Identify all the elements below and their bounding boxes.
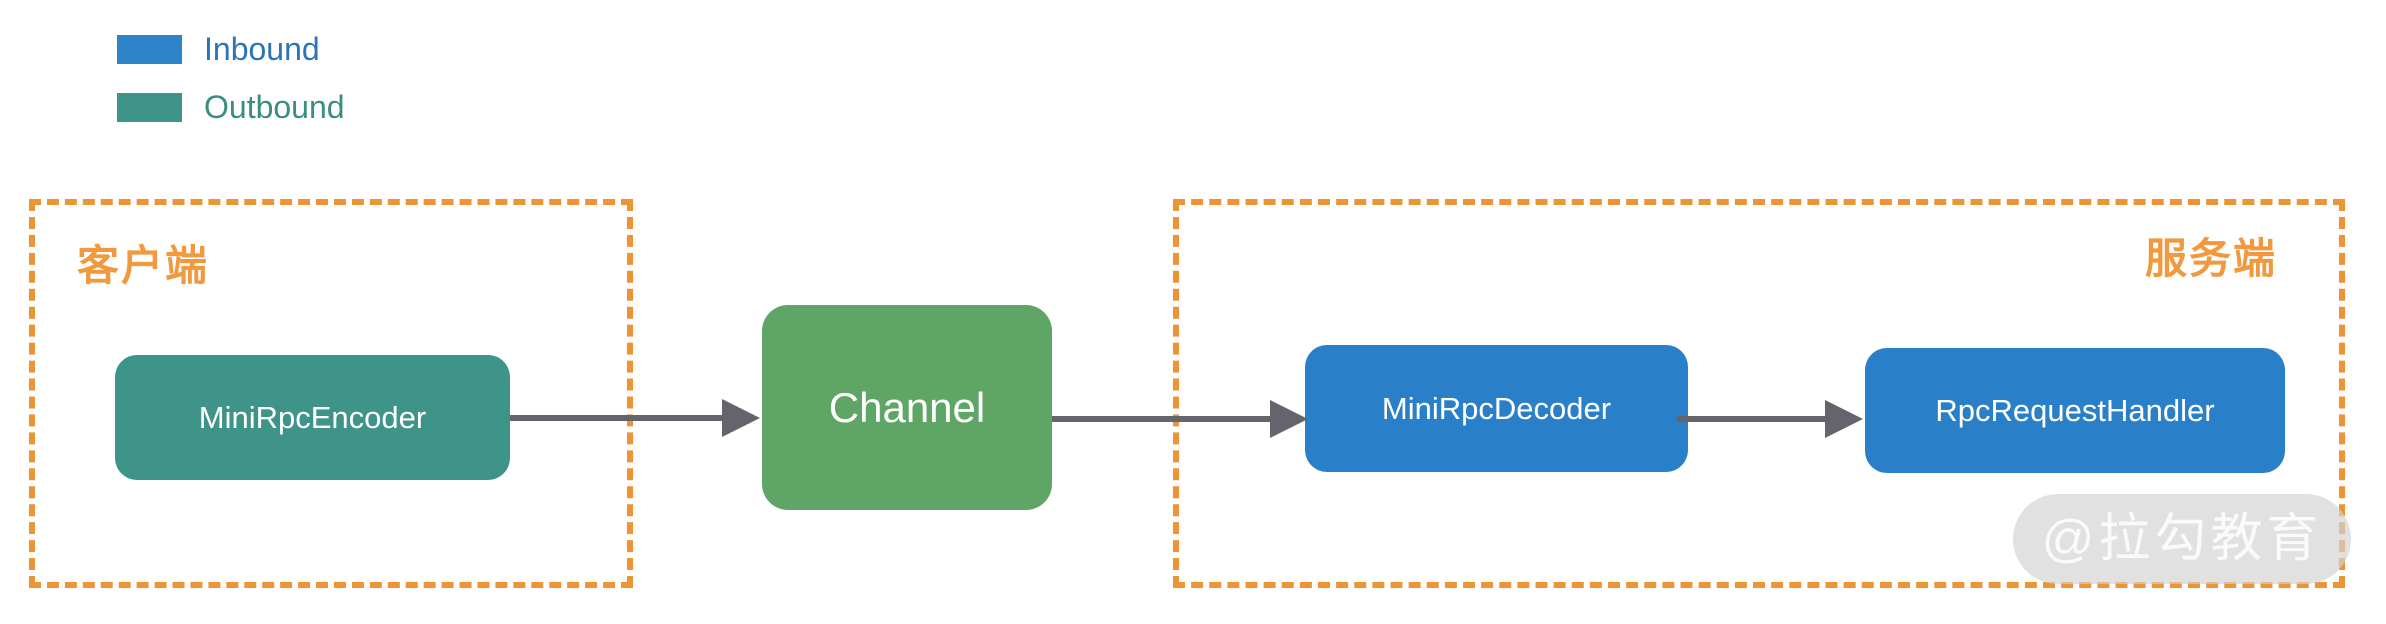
node-channel: Channel (762, 305, 1052, 510)
node-channel-label: Channel (828, 383, 986, 431)
client-group-box: 客户端 MiniRpcEncoder (29, 199, 633, 588)
node-mini-rpc-encoder: MiniRpcEncoder (115, 355, 510, 480)
outbound-color-swatch (117, 92, 182, 122)
arrow-encoder-to-channel (510, 415, 724, 421)
watermark-badge: @拉勾教育 (2013, 494, 2351, 584)
node-mini-rpc-encoder-label: MiniRpcEncoder (198, 399, 427, 435)
arrow-decoder-to-handler (1677, 416, 1827, 422)
arrowhead-encoder-to-channel-icon (722, 399, 760, 437)
arrowhead-decoder-to-handler-icon (1825, 400, 1863, 438)
inbound-color-swatch (117, 34, 182, 64)
legend-item-inbound: Inbound (117, 33, 320, 65)
watermark-text: @拉勾教育 (2041, 510, 2323, 568)
legend-label-inbound: Inbound (204, 31, 320, 67)
node-rpc-request-handler: RpcRequestHandler (1865, 348, 2285, 473)
node-rpc-request-handler-label: RpcRequestHandler (1935, 392, 2215, 428)
node-mini-rpc-decoder-label: MiniRpcDecoder (1381, 390, 1612, 426)
legend-item-outbound: Outbound (117, 91, 345, 123)
arrowhead-channel-to-decoder-icon (1270, 400, 1308, 438)
node-mini-rpc-decoder: MiniRpcDecoder (1305, 345, 1688, 472)
arrow-channel-to-decoder (1052, 416, 1272, 422)
server-group-box: 服务端 MiniRpcDecoder RpcRequestHandler (1173, 199, 2345, 588)
server-group-label: 服务端 (2144, 235, 2277, 282)
client-group-label: 客户端 (77, 242, 210, 289)
legend-label-outbound: Outbound (204, 89, 345, 125)
